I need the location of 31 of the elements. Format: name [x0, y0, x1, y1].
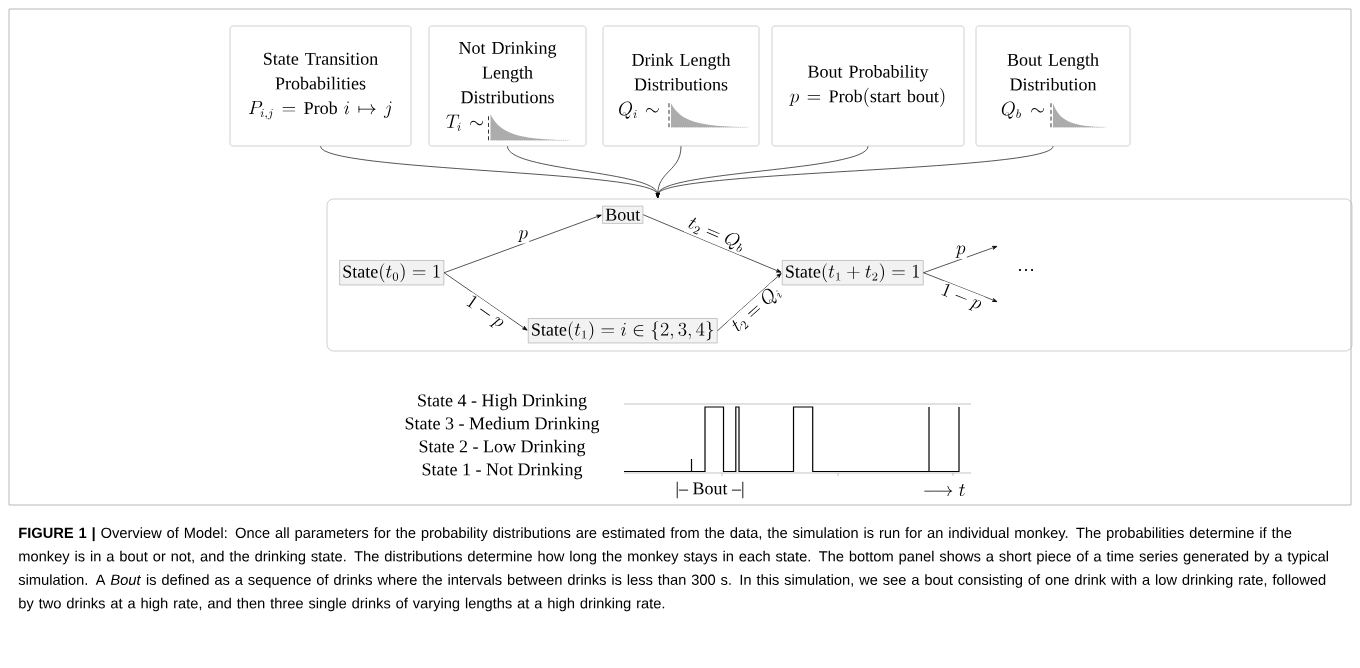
state-box: $\mathrm{State}(t_1 + t_2) = 1$: [781, 260, 924, 286]
parameter-box: Bout Length Distribution $Q_b \sim$: [975, 25, 1131, 147]
parameter-box: State Transition Probabilities $P_{i,j} = \mathrm{Prob}\ i \mapsto j$: [229, 25, 412, 147]
curved-arrow: [655, 145, 1054, 199]
arrow: [923, 272, 998, 302]
axis-label: State 3 - Medium Drinking: [405, 416, 600, 434]
parameter-box: Not Drinking Length Distributions $T_i \sim$: [428, 25, 587, 147]
arrow: [443, 214, 602, 274]
arrow: [642, 214, 782, 273]
state-box: $\mathrm{State}(t_1) = i \in \{2,3,4\}$: [528, 318, 718, 344]
parameter-box: Bout Probability $p = \mathrm{Prob(start\ bout)}$: [771, 25, 965, 147]
time-axis-label: $\longrightarrow t$: [924, 483, 965, 497]
figure-caption: FIGURE 1 | Overview of Model: Once all parameters for the probability distributions are estimated from the data, the simulation is run for an individual monkey. The probabilities determine if the monkey is in a bout or not, and the drinking state. The distributions determine how long the monkey stays in each state. The bottom panel shows a short piece of a time series generated by a typical simulation. A Bout is defined as a sequence of drinks where the intervals between drinks is less than 300 s. In this simulation, we see a bout consisting of one drink with a low drinking rate, followed by two drinks at a high rate, and then three single drinks of varying lengths at a high drinking rate.: [18, 527, 1328, 612]
axis-label: State 1 - Not Drinking: [422, 462, 583, 480]
state-box: $\mathrm{State}(t_0) = 1$: [339, 260, 445, 286]
edge-label: $1-p$: [460, 292, 509, 334]
edge-label: $p$: [954, 244, 967, 260]
edge-label: $t_2 = Q_i$: [727, 281, 786, 337]
panel-box: [326, 198, 1353, 352]
arrow: [443, 272, 528, 331]
parameter-box: Drink Length Distributions $Q_i \sim$: [602, 25, 760, 147]
edge-label: $t_2 = Q_b$: [683, 213, 749, 256]
edge-label: $1-p$: [936, 280, 986, 315]
ellipsis: …: [1018, 268, 1034, 272]
arrow: [717, 273, 782, 332]
arrow: [923, 246, 998, 274]
axis-label: State 2 - Low Drinking: [419, 439, 586, 457]
bout-label: |– Bout –|: [676, 481, 744, 499]
bout-box: Bout: [602, 205, 644, 224]
axis-label: State 4 - High Drinking: [418, 393, 587, 411]
edge-label: $p$: [517, 228, 530, 244]
